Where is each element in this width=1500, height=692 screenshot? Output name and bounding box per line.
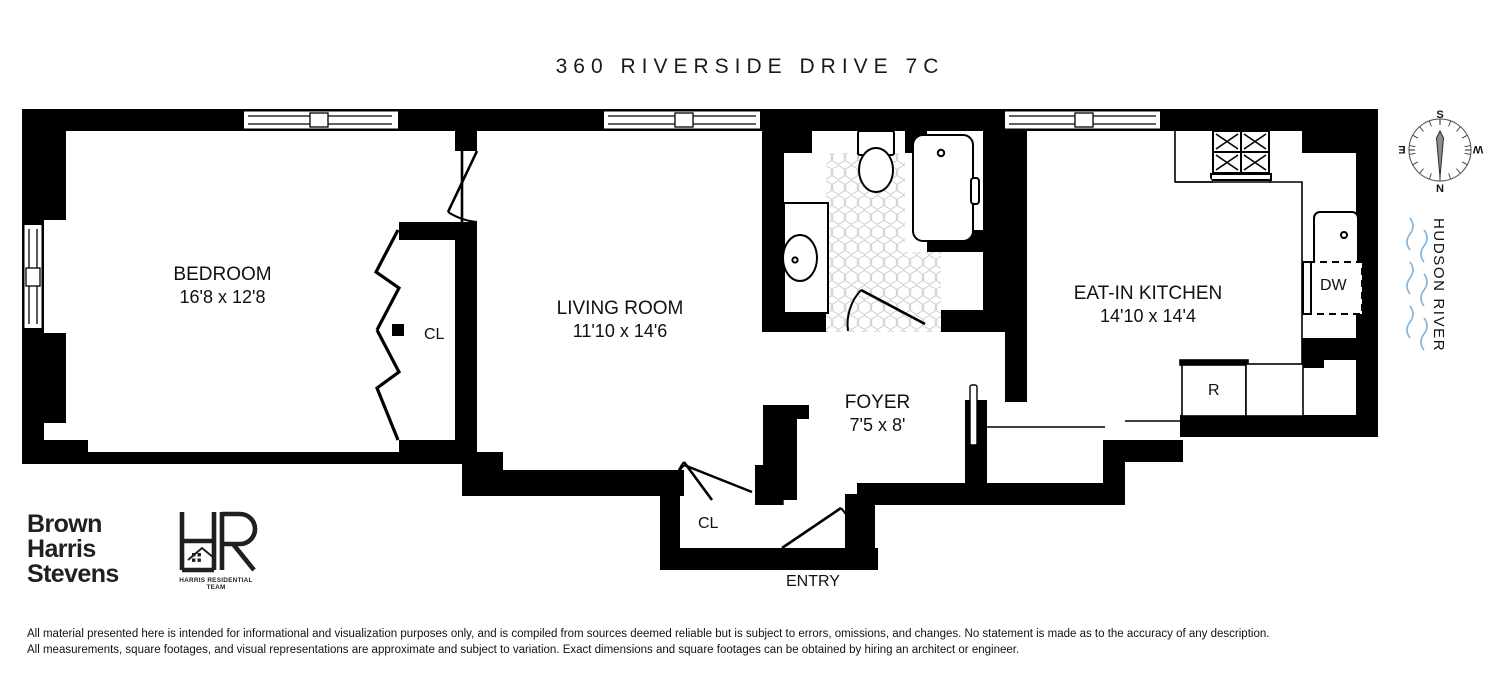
closet-label-foyer: CL — [698, 515, 719, 532]
door-swings — [446, 150, 926, 551]
compass-south-label: S — [1436, 109, 1443, 121]
bedroom-name: BEDROOM — [173, 264, 272, 285]
toilet-fixture — [857, 130, 895, 193]
living-room-dimensions: 11'10 x 14'6 — [572, 321, 668, 341]
living-room-name: LIVING ROOM — [556, 298, 684, 319]
disclaimer: All material presented here is intended … — [27, 626, 1427, 658]
room-label-bedroom: BEDROOM 16'8 x 12'8 — [115, 264, 330, 308]
refrigerator-fixture — [1179, 359, 1304, 417]
range-fixture — [1210, 130, 1272, 181]
compass-east-label: E — [1398, 143, 1405, 155]
hudson-river-label: HUDSON RIVER — [1430, 218, 1447, 353]
brand-line-1: Brown — [27, 510, 102, 538]
dishwasher-label: DW — [1320, 277, 1347, 294]
harris-residential-team-caption: HARRIS RESIDENTIAL TEAM — [179, 577, 253, 591]
bathtub-fixture — [912, 134, 980, 242]
page-title: 360 RIVERSIDE DRIVE 7C — [555, 55, 945, 78]
closet-label-bedroom: CL — [424, 326, 445, 343]
compass-west-label: W — [1472, 143, 1483, 155]
room-label-kitchen: EAT-IN KITCHEN 14'10 x 14'4 — [1035, 283, 1261, 327]
refrigerator-label: R — [1208, 382, 1220, 399]
kitchen-sink-fixture — [1313, 211, 1359, 267]
disclaimer-line-2: All measurements, square footages, and v… — [27, 644, 1020, 656]
water-waves-icon — [1406, 217, 1428, 351]
harris-residential-team-logo — [179, 511, 258, 573]
kitchen-counter — [1174, 131, 1303, 415]
window-glazing — [25, 112, 1156, 324]
foyer-closet-door — [674, 463, 753, 497]
dishwasher-fixture — [1302, 261, 1363, 315]
entry-label: ENTRY — [786, 573, 840, 590]
kitchen-name: EAT-IN KITCHEN — [1073, 283, 1223, 304]
bathroom-sink-fixture — [782, 202, 829, 314]
brand-line-2: Harris — [27, 535, 96, 563]
room-label-living-room: LIVING ROOM 11'10 x 14'6 — [510, 298, 730, 342]
brown-harris-stevens-logo: Brown Harris Stevens — [27, 512, 119, 587]
compass-north-label: N — [1436, 183, 1444, 195]
foyer-partition-lines — [762, 384, 1182, 505]
bathroom-tile-floor — [826, 153, 941, 332]
bifold-closet-doors — [373, 229, 402, 441]
brand-line-3: Stevens — [27, 560, 119, 588]
room-label-foyer: FOYER 7'5 x 8' — [790, 392, 965, 436]
foyer-name: FOYER — [844, 392, 911, 413]
compass-rose-icon: S N E W — [1398, 109, 1483, 195]
foyer-dimensions: 7'5 x 8' — [849, 415, 906, 435]
closet-door-pivots — [392, 324, 404, 336]
kitchen-dimensions: 14'10 x 14'4 — [1100, 306, 1196, 326]
entry-marker-icon — [804, 548, 830, 570]
bedroom-dimensions: 16'8 x 12'8 — [179, 287, 266, 307]
disclaimer-line-1: All material presented here is intended … — [27, 628, 1270, 640]
